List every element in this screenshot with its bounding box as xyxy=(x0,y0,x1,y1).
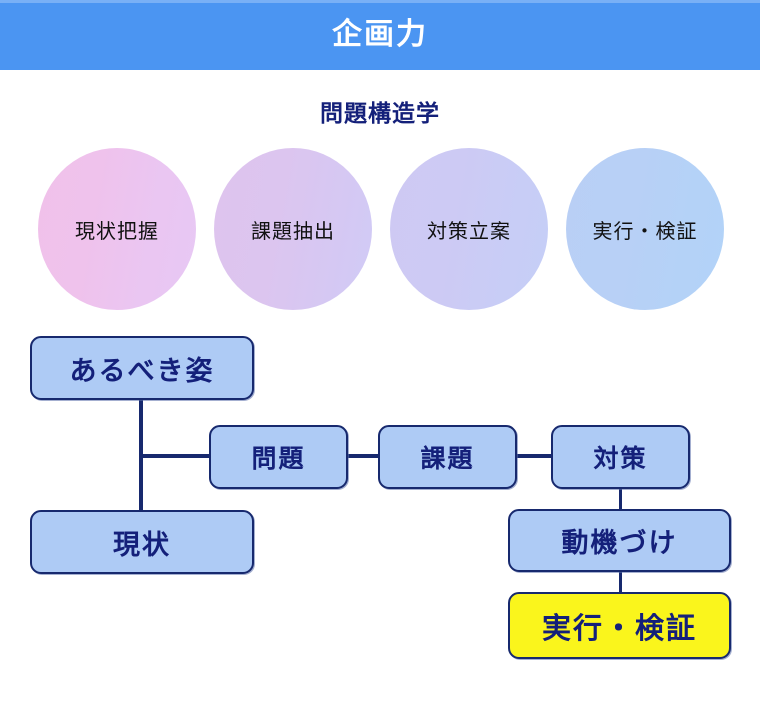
connector-problem-to-issue xyxy=(346,454,380,458)
flow-node-motivation: 動機づけ xyxy=(508,509,731,572)
flow-node-ideal: あるべき姿 xyxy=(30,336,254,400)
flow-node-label: 課題 xyxy=(420,445,475,473)
connector-issue-to-countermeasure xyxy=(515,454,553,458)
process-circle-jikkoukenshou: 実行・検証 xyxy=(566,148,724,310)
process-circle-label: 対策立案 xyxy=(427,220,511,243)
process-circle-genjouhaaku: 現状把握 xyxy=(38,148,196,310)
connector-gap-to-problem xyxy=(139,454,211,458)
header-banner: 企画力 xyxy=(0,0,760,70)
process-circle-label: 現状把握 xyxy=(75,220,159,243)
flow-node-label: 対策 xyxy=(593,445,648,473)
connector-motivation-to-execution xyxy=(619,570,622,594)
flow-node-label: 問題 xyxy=(251,445,306,473)
flow-node-countermeasure: 対策 xyxy=(551,425,690,489)
process-circle-kadaichushutsu: 課題抽出 xyxy=(214,148,372,310)
flow-node-issue: 課題 xyxy=(378,425,517,489)
flow-node-problem: 問題 xyxy=(209,425,348,489)
process-circle-row: 現状把握 課題抽出 対策立案 実行・検証 xyxy=(0,148,760,313)
process-circle-taisakuritsuan: 対策立案 xyxy=(390,148,548,310)
flow-node-current: 現状 xyxy=(30,510,254,574)
process-circle-label: 課題抽出 xyxy=(251,220,335,243)
flow-node-label: あるべき姿 xyxy=(69,355,215,386)
flow-node-label: 実行・検証 xyxy=(541,612,697,645)
connector-countermeasure-to-motivation xyxy=(619,487,622,511)
page-title: 企画力 xyxy=(332,18,428,51)
flow-node-execution: 実行・検証 xyxy=(508,592,731,659)
section-subtitle: 問題構造学 xyxy=(320,100,440,126)
flow-node-label: 現状 xyxy=(113,529,171,560)
process-circle-label: 実行・検証 xyxy=(592,220,698,243)
flow-node-label: 動機づけ xyxy=(561,528,678,558)
